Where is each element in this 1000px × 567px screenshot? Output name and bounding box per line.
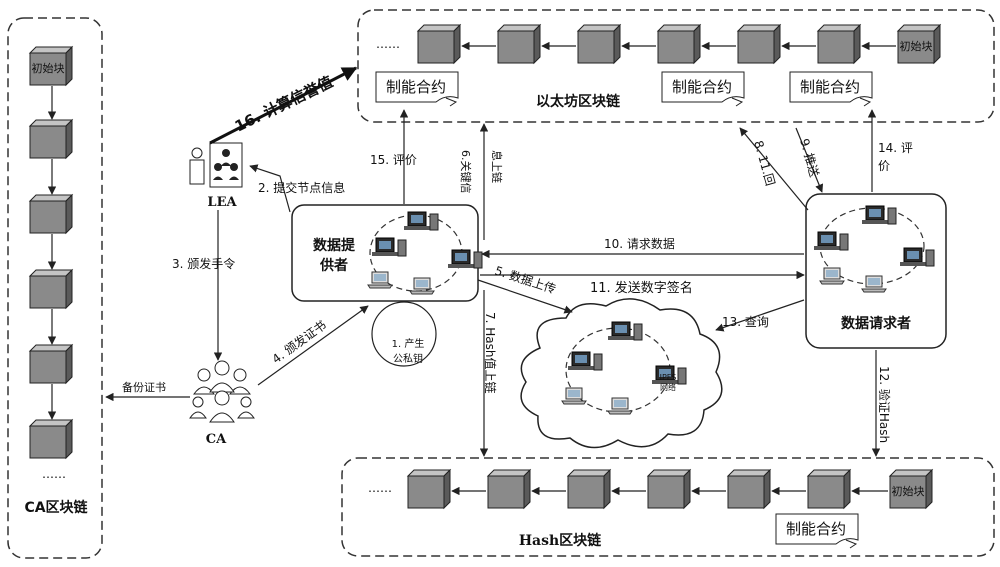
step-6-label-line2: 息上链: [490, 150, 504, 183]
step-8-label: 8. 11.回: [751, 139, 777, 187]
eth-contract-label-2: 制能合约: [672, 78, 732, 96]
step-15-label: 15. 评价: [370, 153, 417, 167]
provider-label-line2: 供者: [319, 257, 348, 274]
step-14-label-line1: 14. 评: [878, 141, 913, 155]
step-14-label-line2: 价: [878, 159, 890, 173]
step-12-label: 12. 验证Hash: [877, 366, 892, 443]
keygen-label-line2: 公私钥: [393, 352, 423, 365]
ca-chain-box: [7, 17, 103, 559]
provider-node: 数据提 供者: [313, 211, 483, 295]
lea-person-icon: [189, 147, 205, 185]
eth-chain: …… 初始块 制能合约 制能合约 制能合约 以太坊区块链: [375, 24, 941, 110]
step-13-label: 13. 查询: [722, 315, 769, 329]
eth-chain-ellipsis: ……: [376, 37, 400, 51]
eth-contract-label-1: 制能合约: [386, 78, 446, 96]
step-2-label: 2. 提交节点信息: [258, 180, 345, 195]
ipfs-cloud: IPFS 网络: [520, 298, 723, 449]
ca-genesis-label: 初始块: [32, 61, 65, 75]
eth-chain-box: [357, 9, 995, 123]
requester-box: [805, 193, 947, 349]
ca-chain-ellipsis: ……: [42, 467, 66, 481]
ca-label: CA: [206, 432, 227, 447]
provider-label-line1: 数据提: [313, 237, 356, 254]
step-11-label: 11. 发送数字签名: [590, 280, 693, 296]
step-9-label: 9. 推送: [797, 137, 822, 179]
hash-chain-title: Hash区块链: [519, 532, 602, 549]
keygen-loop: 1. 产生 公私钥: [371, 301, 437, 367]
ipfs-label-line2: 网络: [660, 382, 676, 392]
ca-chain-title: CA区块链: [24, 499, 88, 516]
step-3-label: 3. 颁发手令: [172, 256, 235, 271]
backup-label: 备份证书: [122, 380, 166, 394]
step-4-label: 4. 颁发证书: [269, 317, 329, 366]
requester-node: 数据请求者: [813, 205, 935, 332]
ca-actor: CA: [189, 360, 255, 447]
lea-actor: LEA: [189, 142, 243, 210]
lea-label: LEA: [207, 195, 237, 210]
eth-chain-title: 以太坊区块链: [536, 93, 621, 110]
hash-contract-label: 制能合约: [786, 520, 846, 538]
ca-group-icon: [189, 360, 255, 423]
lea-board-icon: [209, 142, 243, 188]
eth-genesis-label: 初始块: [900, 39, 933, 53]
step-16-label: 16. 计算信誉值: [232, 73, 336, 136]
hash-chain: …… 初始块 制能合约 Hash区块链: [368, 469, 933, 549]
hash-chain-ellipsis: ……: [368, 481, 392, 495]
hash-genesis-label: 初始块: [892, 484, 925, 498]
flow-arrows: [105, 66, 881, 457]
keygen-label-line1: 1. 产生: [392, 337, 425, 350]
eth-contract-label-3: 制能合约: [800, 78, 860, 96]
step-6-label-line1: 6.关键信: [459, 150, 473, 194]
hash-chain-box: [341, 457, 995, 557]
step-5-label: 5. 数据上传: [493, 263, 558, 297]
ipfs-label-line1: IPFS: [660, 373, 677, 382]
step-7-label: 7. Hash值上链: [483, 312, 498, 394]
ca-chain: 初始块 …… CA区块链: [24, 46, 89, 516]
step-10-label: 10. 请求数据: [604, 236, 675, 251]
requester-label: 数据请求者: [841, 315, 911, 332]
